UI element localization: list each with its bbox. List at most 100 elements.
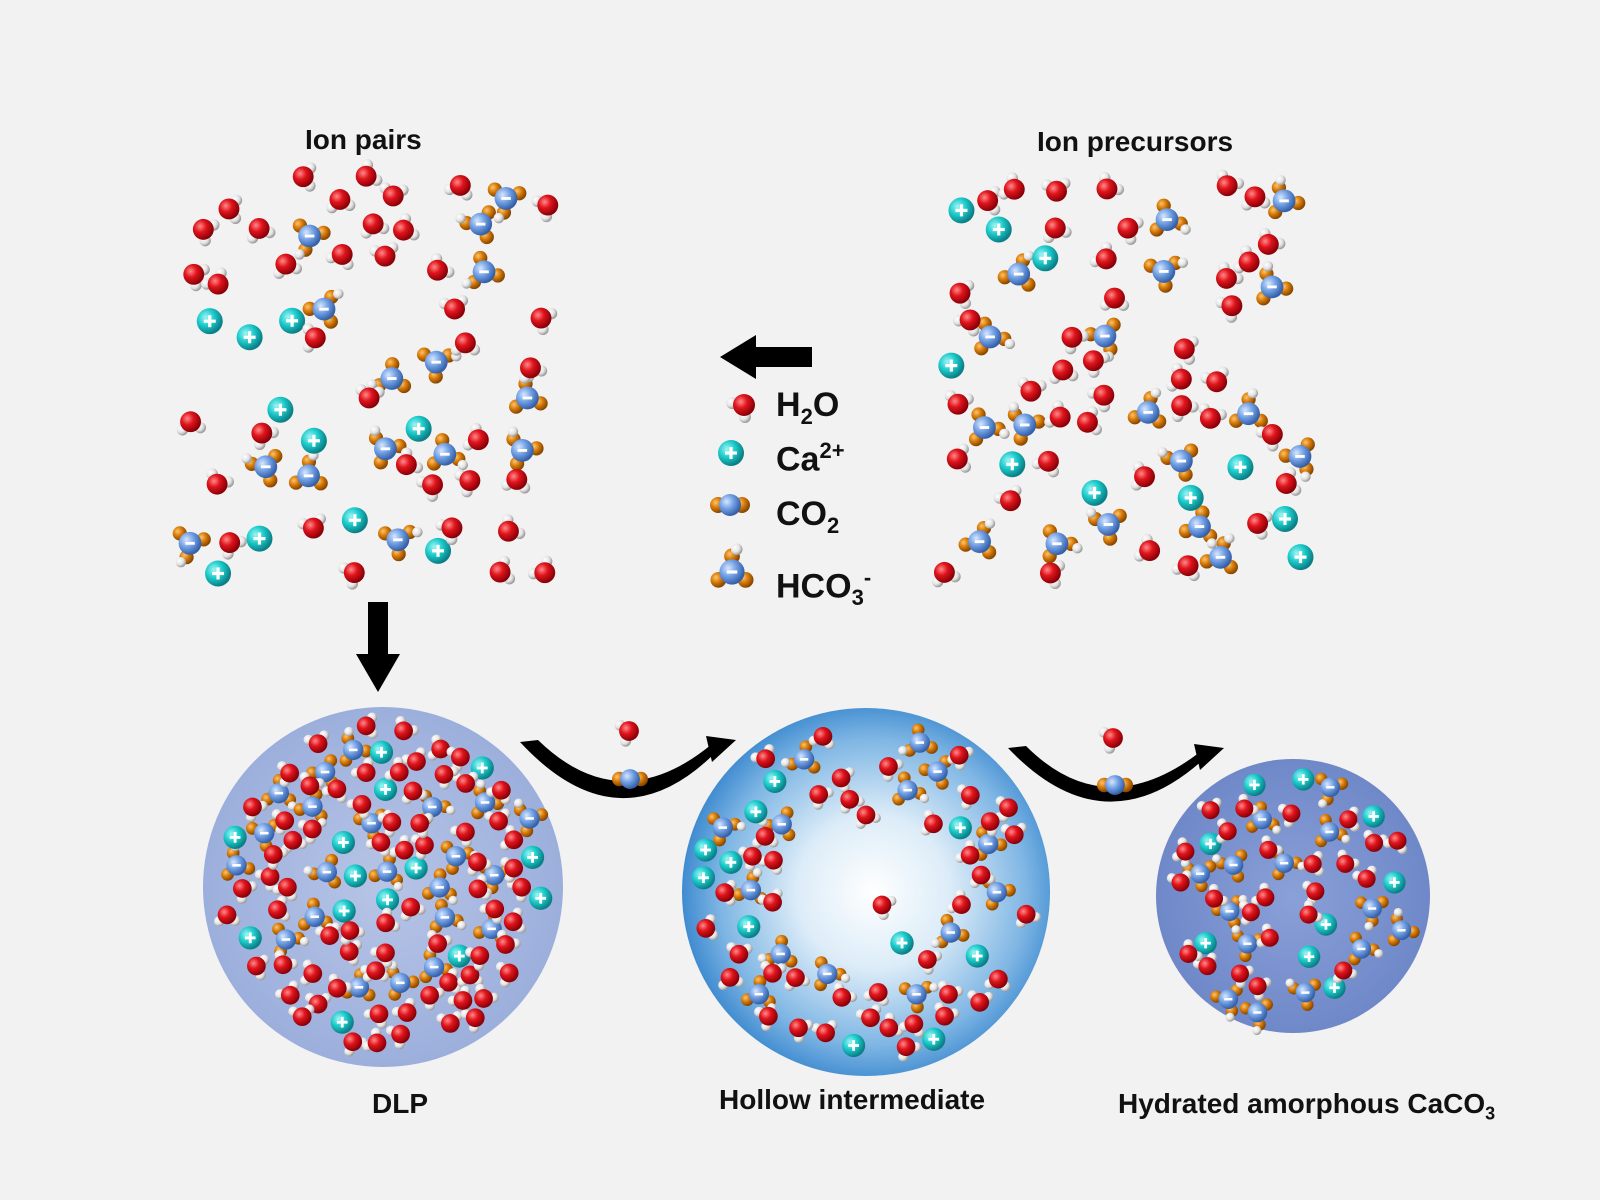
water-molecule: [993, 484, 1022, 512]
water-molecule: [1049, 359, 1079, 384]
calcium-ion: [965, 944, 989, 968]
water-molecule: [855, 1004, 882, 1028]
bicarbonate-ion: [1268, 174, 1306, 220]
bicarbonate-ion: [221, 841, 256, 881]
water-molecule: [489, 555, 516, 585]
bicarbonate-ion: [997, 250, 1036, 292]
water-molecule: [501, 469, 531, 494]
water-molecule: [365, 833, 391, 857]
water-molecule: [401, 781, 428, 805]
water-molecule: [1192, 952, 1217, 976]
calcium-ion: [341, 507, 368, 534]
bicarbonate-ion: [814, 956, 851, 992]
water-molecule: [784, 968, 811, 992]
bicarbonate-ion: [892, 771, 930, 806]
water-molecule: [246, 218, 276, 244]
calcium-ion: [1292, 768, 1315, 791]
water-molecule: [450, 332, 481, 356]
calcium-ion: [737, 915, 761, 939]
water-molecule: [718, 968, 745, 991]
bicarbonate-ion: [1127, 387, 1167, 429]
co2-molecule: [710, 494, 750, 516]
calcium-ion: [1227, 454, 1254, 481]
bicarbonate-ion: [1348, 931, 1384, 966]
calcium-ion: [425, 537, 452, 564]
water-molecule: [273, 950, 299, 975]
hollow-intermediate-label: Hollow intermediate: [719, 1084, 986, 1115]
bicarbonate-ion: [974, 316, 1016, 356]
bicarbonate-ion: [298, 897, 335, 933]
bicarbonate-ion: [898, 723, 938, 757]
water-molecule: [1216, 818, 1237, 844]
ion-precursors-title: Ion precursors: [1037, 126, 1234, 157]
bicarbonate-ion: [506, 426, 544, 471]
water-molecule: [1248, 977, 1272, 1001]
water-molecule: [879, 1012, 904, 1038]
bicarbonate-ion: [455, 205, 496, 245]
water-molecule: [998, 172, 1025, 200]
water-molecule: [519, 357, 548, 384]
water-molecule: [1230, 964, 1255, 989]
water-molecule: [377, 812, 402, 838]
bicarbonate-ion: [292, 218, 331, 260]
water-molecule: [614, 719, 639, 747]
water-molecule: [1172, 837, 1195, 862]
calcium-ion: [375, 888, 400, 912]
water-molecule: [1099, 287, 1130, 311]
bicarbonate-ion: [1315, 814, 1351, 848]
water-molecule: [879, 757, 904, 782]
water-molecule: [394, 716, 419, 741]
water-molecule: [299, 771, 325, 796]
water-molecule: [1166, 362, 1192, 392]
water-molecule: [355, 384, 385, 409]
water-molecule: [809, 785, 834, 810]
left-arrow-icon: [720, 335, 812, 379]
water-molecule: [957, 784, 980, 810]
water-molecule: [275, 980, 300, 1005]
bicarbonate-ion: [1285, 978, 1321, 1011]
water-molecule: [297, 513, 326, 539]
water-molecule: [363, 1004, 389, 1029]
water-molecule: [389, 834, 414, 860]
water-molecule: [808, 727, 835, 750]
water-molecule: [401, 747, 427, 771]
water-molecule: [1171, 555, 1200, 582]
bicarbonate-ion: [461, 250, 505, 290]
curved-arrow-icon: [520, 736, 736, 799]
calcium-ion: [718, 440, 744, 466]
water-molecule: [1000, 822, 1027, 845]
water-molecule: [183, 263, 210, 292]
calcium-ion: [373, 777, 398, 802]
water-molecule: [206, 468, 234, 495]
water-molecule: [1303, 851, 1325, 877]
water-molecule: [427, 734, 451, 761]
calcium-ion: [279, 307, 306, 334]
water-molecule: [452, 771, 479, 793]
water-molecule: [450, 822, 475, 848]
water-molecule: [1239, 900, 1260, 926]
water-molecule: [457, 965, 484, 987]
bicarbonate-ion: [302, 288, 344, 329]
water-molecule: [268, 895, 291, 922]
water-molecule: [315, 922, 341, 945]
water-molecule: [1332, 961, 1358, 984]
water-molecule: [219, 532, 247, 560]
water-molecule: [176, 411, 207, 436]
calcium-ion: [1081, 479, 1108, 506]
water-molecule: [1383, 831, 1408, 855]
water-molecule: [362, 961, 390, 983]
legend-calcium-label: Ca2+: [776, 438, 845, 479]
water-molecule: [967, 990, 994, 1012]
water-molecule: [201, 267, 229, 295]
water-molecule: [384, 756, 409, 782]
bicarbonate-ion: [1007, 401, 1046, 446]
water-molecule: [273, 253, 303, 279]
water-molecule: [863, 983, 889, 1007]
water-molecule: [1171, 395, 1199, 422]
water-molecule: [715, 879, 737, 907]
bicarbonate-ion: [1278, 437, 1315, 482]
water-molecule: [1043, 217, 1072, 244]
water-molecule: [1077, 406, 1102, 436]
water-molecule: [1039, 560, 1066, 590]
water-molecule: [391, 997, 417, 1022]
